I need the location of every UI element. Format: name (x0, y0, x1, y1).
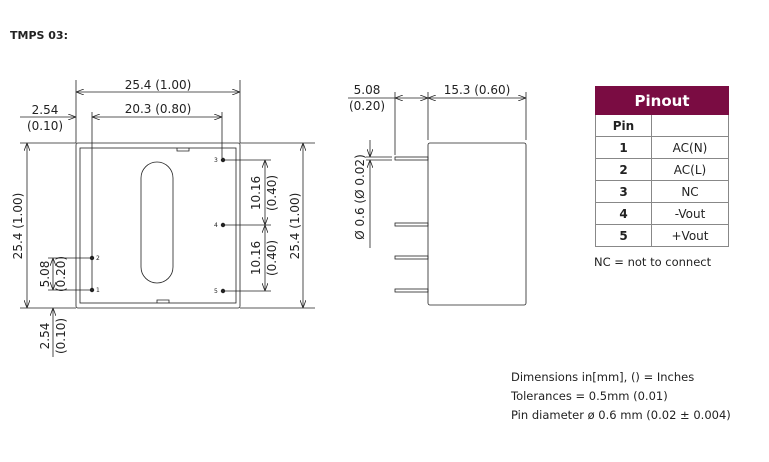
pin-number: 2 (595, 158, 652, 181)
top-view-inner (79, 147, 237, 304)
dim-offset-left-in: (0.10) (27, 119, 63, 133)
dim-width: 25.4 (1.00) (125, 78, 192, 92)
pin-2-label: 2 (96, 255, 100, 262)
pin-1-label: 1 (96, 287, 100, 294)
bottom-notch (156, 299, 170, 303)
spec-dimensions: Dimensions in[mm], () = Inches (511, 370, 695, 384)
pin-1-dot (89, 287, 95, 293)
side-pin (394, 156, 429, 161)
dim-pin45-in: (0.40) (265, 240, 279, 276)
table-row: 4-Vout (595, 202, 729, 225)
top-view-outline (75, 142, 241, 309)
spec-tolerances: Tolerances = 0.5mm (0.01) (511, 389, 668, 403)
top-notch (176, 148, 190, 152)
pinout-title: Pinout (595, 86, 729, 115)
pin-4-dot (220, 222, 226, 228)
pin-number: 1 (595, 136, 652, 159)
side-pin (394, 255, 429, 260)
pin-5-dot (220, 288, 226, 294)
dim-offset-left-mm: 2.54 (32, 103, 59, 117)
dim-pin34-in: (0.40) (265, 175, 279, 211)
pin-number: 3 (595, 180, 652, 203)
table-header-row: Pin (595, 114, 729, 137)
dim-pin-diameter: Ø 0.6 (Ø 0.02) (353, 154, 367, 240)
side-pin (394, 288, 429, 293)
slot (140, 161, 174, 284)
dim-height-left: 25.4 (1.00) (11, 193, 25, 260)
side-pin (394, 222, 429, 227)
pin-5-label: 5 (214, 288, 218, 295)
pin-function: AC(N) (651, 136, 729, 159)
dim-offset-bottom-mm: 2.54 (38, 323, 52, 350)
dim-height-right: 25.4 (1.00) (288, 193, 302, 260)
dim-pin-length-in: (0.20) (349, 99, 385, 113)
pin-number: 4 (595, 202, 652, 225)
dim-pin12-in: (0.20) (54, 256, 68, 292)
pinout-note: NC = not to connect (594, 255, 712, 269)
side-view-body (427, 142, 527, 306)
dim-pin12-mm: 5.08 (38, 261, 52, 288)
model-title: TMPS 03: (10, 29, 68, 42)
spec-pin-diameter: Pin diameter ø 0.6 mm (0.02 ± 0.004) (511, 408, 731, 422)
dim-pin34-mm: 10.16 (249, 176, 263, 210)
pin-function: NC (651, 180, 729, 203)
header-pin: Pin (595, 114, 652, 137)
header-function (651, 114, 729, 137)
pin-number: 5 (595, 224, 652, 247)
dim-pin-spacing: 20.3 (0.80) (125, 102, 192, 116)
dim-pin-length-mm: 5.08 (354, 83, 381, 97)
pin-function: AC(L) (651, 158, 729, 181)
pin-2-dot (89, 255, 95, 261)
pin-function: -Vout (651, 202, 729, 225)
dim-offset-bottom-in: (0.10) (54, 318, 68, 354)
pin-4-label: 4 (214, 222, 218, 229)
dim-pin45-mm: 10.16 (249, 241, 263, 275)
dim-body-depth: 15.3 (0.60) (444, 83, 511, 97)
pin-function: +Vout (651, 224, 729, 247)
pin-3-label: 3 (214, 157, 218, 164)
table-row: 5+Vout (595, 224, 729, 247)
pin-3-dot (220, 157, 226, 163)
